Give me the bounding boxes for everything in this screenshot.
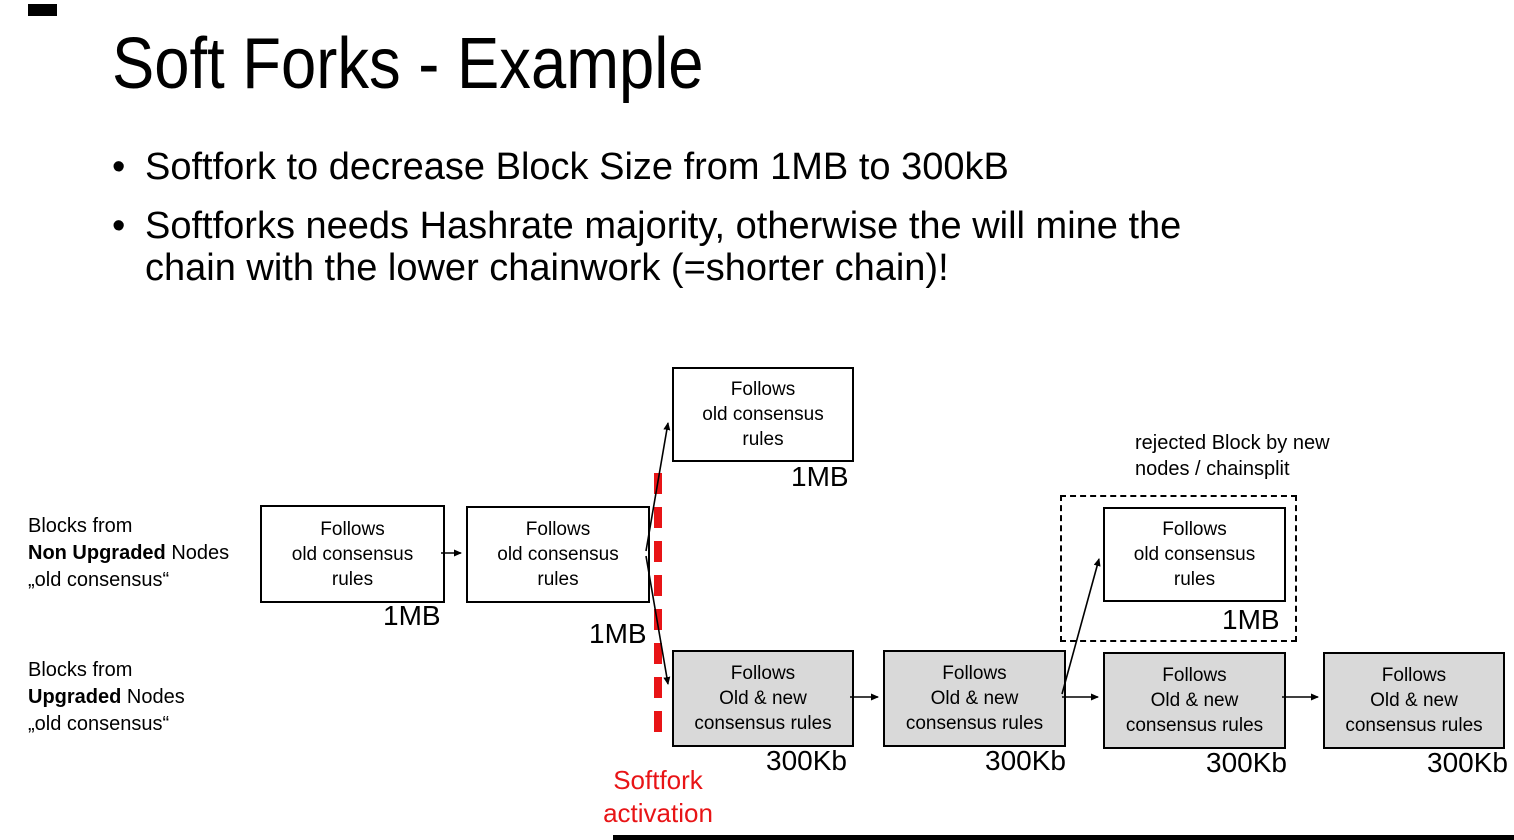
block-size-label: 1MB bbox=[383, 600, 441, 631]
row-label-upgraded: Blocks from Upgraded Nodes „old consensu… bbox=[28, 657, 185, 738]
softfork-activation-label: Softfork activation bbox=[603, 765, 713, 828]
block-size-label: 300Kb bbox=[1427, 747, 1508, 778]
bottom-edge-bar bbox=[613, 835, 1514, 840]
new-consensus-block-3: Follows Old & new consensus rules bbox=[1103, 652, 1286, 749]
bullet-glyph: • bbox=[112, 146, 126, 188]
old-consensus-block-rejected: Follows old consensus rules bbox=[1103, 507, 1286, 602]
slide-title: Soft Forks - Example bbox=[112, 24, 704, 104]
new-consensus-block-1: Follows Old & new consensus rules bbox=[672, 650, 854, 747]
new-consensus-block-2: Follows Old & new consensus rules bbox=[883, 650, 1066, 747]
row-label-line: Blocks from bbox=[28, 659, 133, 681]
block-size-label: 300Kb bbox=[1206, 747, 1287, 778]
new-consensus-block-4: Follows Old & new consensus rules bbox=[1323, 652, 1505, 749]
bullet-item: • Softfork to decrease Block Size from 1… bbox=[112, 146, 1181, 188]
rejected-block-note: rejected Block by new nodes / chainsplit bbox=[1135, 432, 1330, 480]
rejected-chainsplit-dashed-box bbox=[1060, 495, 1297, 642]
row-label-line: „old consensus“ bbox=[28, 713, 170, 735]
row-label-line: Blocks from bbox=[28, 515, 133, 537]
block-size-label: 300Kb bbox=[766, 745, 847, 776]
block-size-label: 1MB bbox=[1222, 604, 1280, 635]
block-size-label: 1MB bbox=[589, 618, 647, 649]
row-label-bold: Upgraded bbox=[28, 686, 122, 708]
new-block-text: Follows Old & new consensus rules bbox=[1345, 665, 1483, 736]
row-label-line: Nodes bbox=[165, 542, 230, 564]
row-label-line: „old consensus“ bbox=[28, 569, 170, 591]
block-size-label: 1MB bbox=[791, 461, 849, 492]
bullet-text: Softforks needs Hashrate majority, other… bbox=[145, 205, 1182, 289]
bullet-item: • Softforks needs Hashrate majority, oth… bbox=[112, 205, 1181, 289]
top-left-edge-bar bbox=[28, 4, 57, 16]
row-label-non-upgraded: Blocks from Non Upgraded Nodes „old cons… bbox=[28, 513, 229, 594]
block-size-label: 300Kb bbox=[985, 745, 1066, 776]
old-consensus-block-1: Follows old consensus rules bbox=[260, 505, 445, 603]
bullet-list: • Softfork to decrease Block Size from 1… bbox=[112, 146, 1181, 289]
bullet-text: Softfork to decrease Block Size from 1MB… bbox=[145, 146, 1009, 188]
old-consensus-block-2: Follows old consensus rules bbox=[466, 506, 650, 603]
row-label-line: Nodes bbox=[121, 686, 185, 708]
old-consensus-block-forked: Follows old consensus rules bbox=[672, 367, 854, 462]
row-label-bold: Non Upgraded bbox=[28, 542, 166, 564]
bullet-glyph: • bbox=[112, 205, 126, 247]
